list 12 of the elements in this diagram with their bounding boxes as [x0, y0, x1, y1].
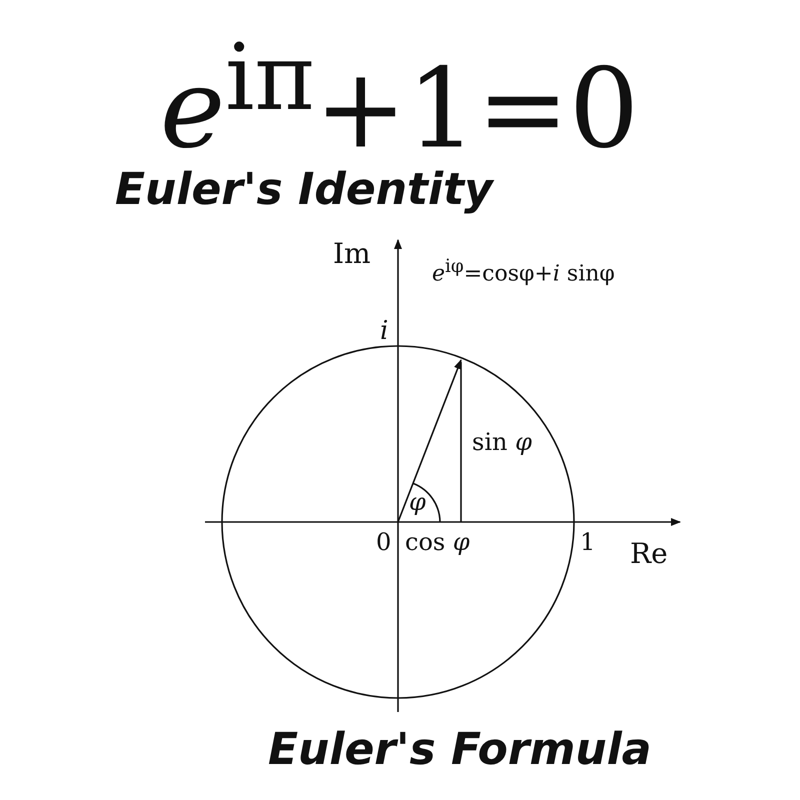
angle-label: φ	[409, 490, 426, 514]
axis-label: Im	[333, 240, 371, 268]
formula-title: e$^{iπ}$+1=0	[160, 32, 639, 164]
heading-text: Euler's Identity	[115, 168, 493, 212]
axis-label: i	[380, 318, 388, 344]
formula-text: e$^{iφ}$=cosφ+i sinφ	[432, 258, 615, 286]
cosine-label: cos φ	[405, 530, 470, 554]
unit-label: 1	[580, 530, 596, 554]
heading-text: Euler's Formula	[268, 728, 652, 772]
sine-label: sin φ	[472, 430, 532, 454]
origin-label: 0	[376, 530, 392, 554]
axis-label: Re	[630, 540, 668, 568]
